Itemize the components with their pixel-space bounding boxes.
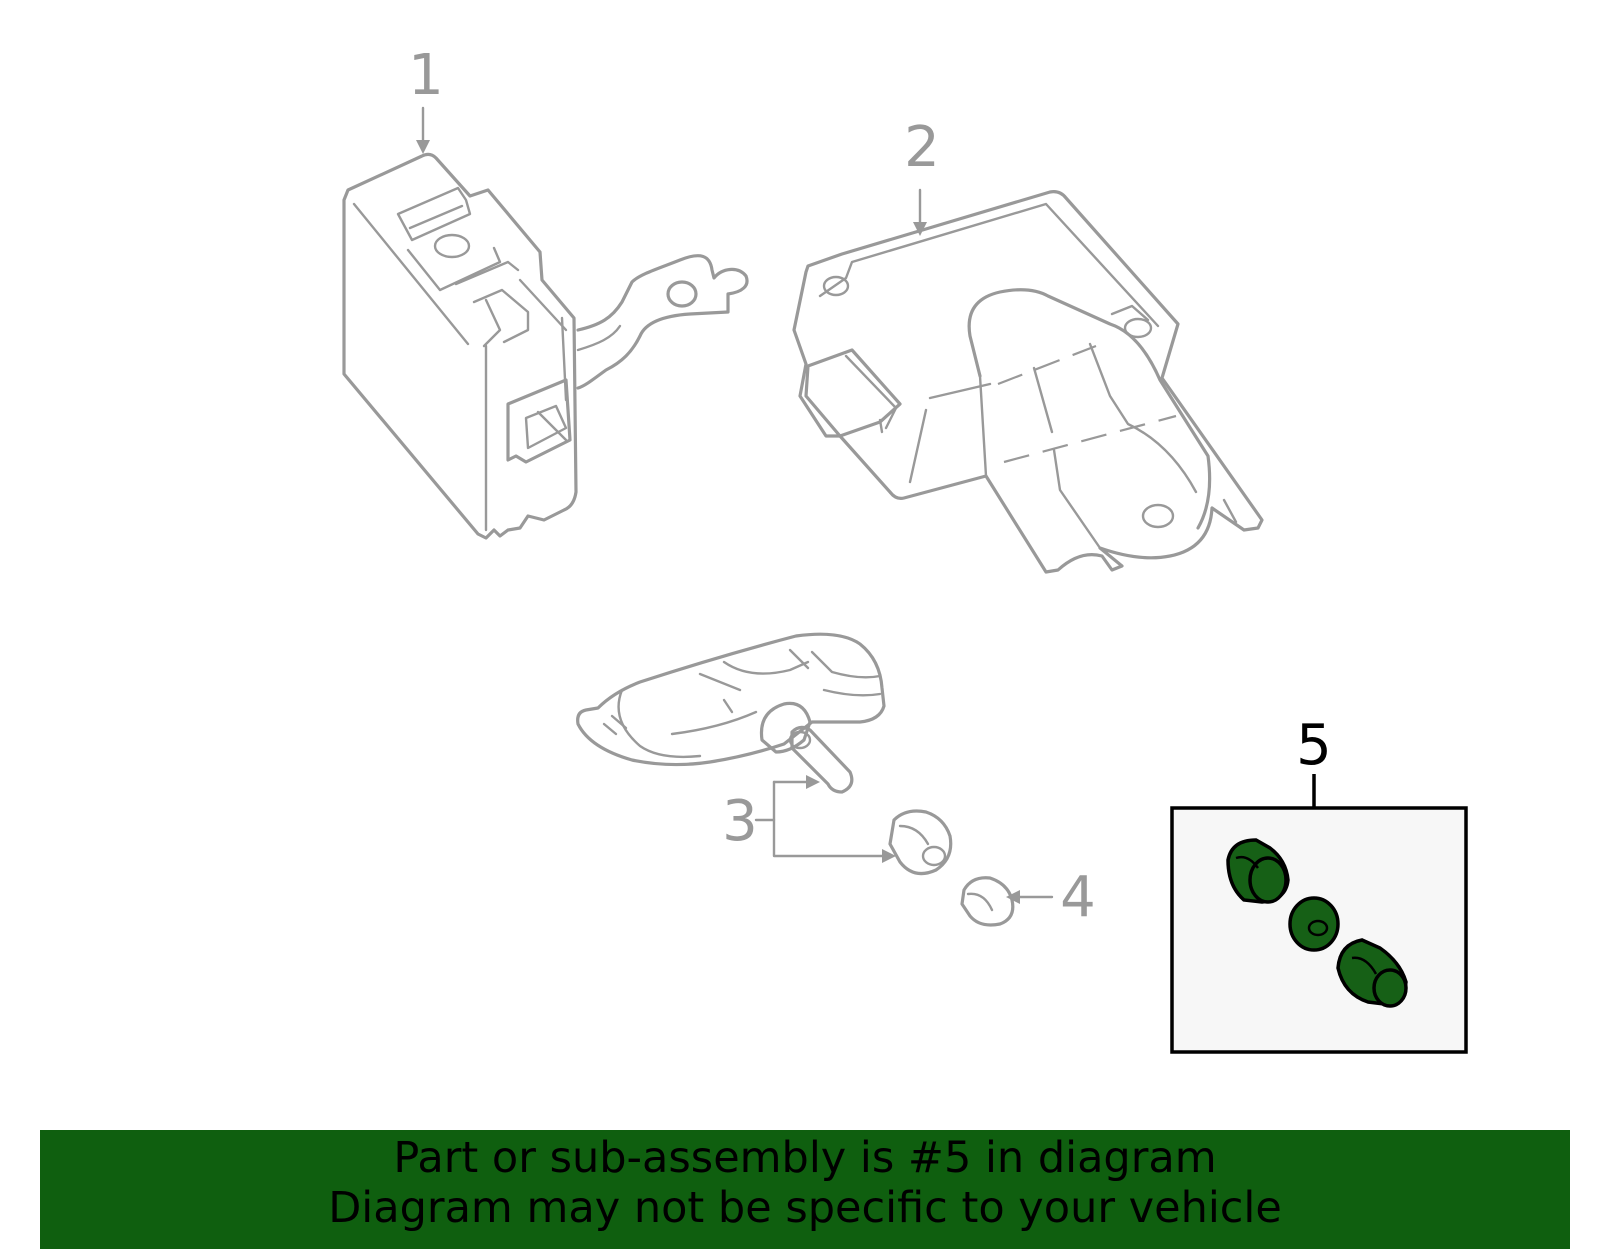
kit-grommet-bottom bbox=[1336, 938, 1408, 1008]
footer-notice: Part or sub-assembly is #5 in diagram Di… bbox=[40, 1133, 1570, 1249]
part-3-tpms-sensor bbox=[576, 632, 953, 876]
part-5-kit bbox=[1170, 774, 1468, 1054]
kit-grommet-top bbox=[1226, 838, 1290, 904]
footer-line-1: Part or sub-assembly is #5 in diagram bbox=[393, 1133, 1217, 1183]
part-2-receiver bbox=[792, 188, 1264, 574]
part-1-module bbox=[342, 106, 749, 540]
footer-line-2: Diagram may not be specific to your vehi… bbox=[328, 1183, 1282, 1233]
callout-2: 2 bbox=[904, 115, 940, 180]
kit-washer bbox=[1288, 896, 1340, 952]
callout-4: 4 bbox=[1060, 865, 1096, 930]
footer-banner bbox=[40, 1130, 1570, 1249]
callout-3: 3 bbox=[722, 789, 758, 854]
callout-1: 1 bbox=[408, 43, 444, 108]
part-4-grommet bbox=[960, 876, 1054, 927]
callout-5: 5 bbox=[1296, 713, 1332, 778]
